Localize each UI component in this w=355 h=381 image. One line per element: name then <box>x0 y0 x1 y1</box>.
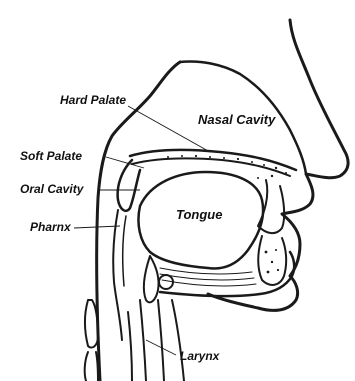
pharnx-label: Pharnx <box>30 220 72 234</box>
epiglottis <box>144 256 159 302</box>
pharynx-inner-wall <box>123 216 126 286</box>
soft-palate-shape <box>118 160 140 211</box>
cervical-vertebrae <box>85 300 98 381</box>
nasal-cavity-label: Nasal Cavity <box>198 112 276 127</box>
lower-teeth <box>258 236 286 285</box>
jaw-stipple <box>265 249 280 273</box>
larynx-label: Larynx <box>180 349 221 363</box>
tongue-label: Tongue <box>176 207 222 222</box>
hard-palate-label: Hard Palate <box>60 93 126 107</box>
soft-palate-label: Soft Palate <box>20 149 82 163</box>
oral-cavity-label: Oral Cavity <box>20 182 85 196</box>
tongue-muscle-lines <box>160 268 256 286</box>
larynx-trachea <box>128 300 184 381</box>
pharynx-wall <box>113 210 122 340</box>
